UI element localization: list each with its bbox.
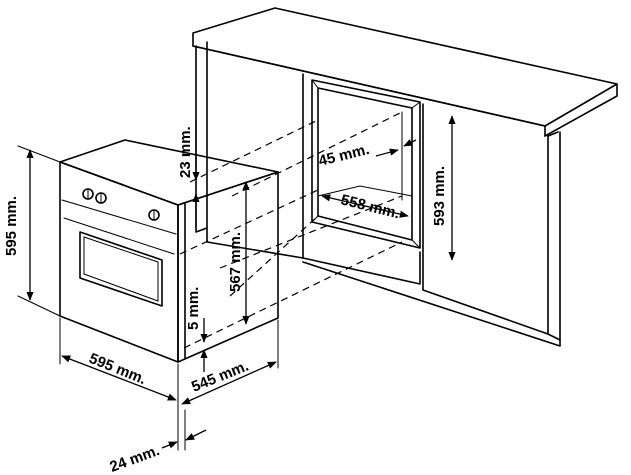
niche-depth-gap-label: 45 mm. xyxy=(317,141,371,170)
inner-height-label: 567 mm. xyxy=(227,232,244,292)
knob-icon xyxy=(148,209,160,221)
projection-lines xyxy=(179,111,403,349)
kitchen-cabinet xyxy=(192,7,618,347)
front-panel-label: 24 mm. xyxy=(108,442,162,475)
niche-height-label: 593 mm. xyxy=(431,166,448,226)
bottom-gap-label: 5 mm. xyxy=(185,287,202,330)
oven xyxy=(59,139,279,363)
knob-icon xyxy=(82,188,94,200)
knob-icon xyxy=(95,192,107,204)
oven-depth-label: 545 mm. xyxy=(189,357,251,395)
oven-width-label: 595 mm. xyxy=(87,350,149,388)
oven-height-label: 595 mm. xyxy=(3,196,20,256)
top-gap-label: 23 mm. xyxy=(177,126,194,178)
dimension-lines xyxy=(17,115,456,451)
